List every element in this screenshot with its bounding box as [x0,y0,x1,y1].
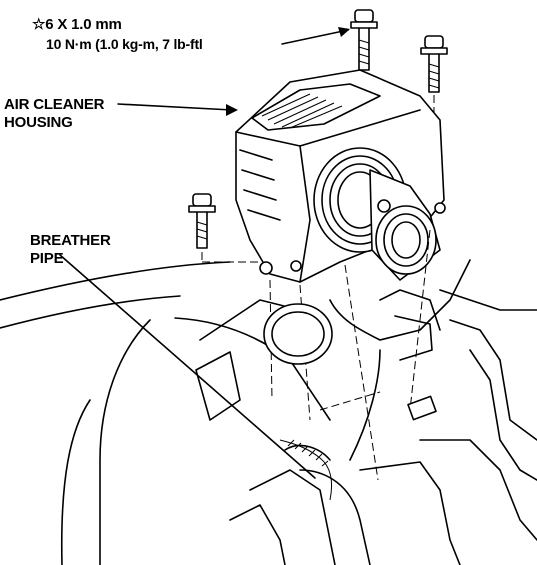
bolt-spec-leader-arrow [281,27,350,45]
air-cleaner-leader-arrow [117,103,238,116]
engine-bay-outline [0,259,537,565]
breather-label-line1: BREATHER [30,232,111,249]
bolt-top-right-icon [420,35,448,190]
bolt-left-icon [188,193,262,263]
breather-pipe-icon [279,439,333,501]
air-cleaner-housing-icon [235,69,446,283]
breather-label-line2: PIPE [30,250,64,267]
air-cleaner-label-line2: HOUSING [4,114,73,131]
bolt-spec-line2: 10 N·m (1.0 kg-m, 7 lb-ftl [46,36,203,52]
bolt-spec-line1: ☆6 X 1.0 mm [32,16,122,33]
bolt-top-left-icon [350,9,378,71]
breather-leader-line [59,254,316,479]
air-cleaner-label-line1: AIR CLEANER [4,96,105,113]
